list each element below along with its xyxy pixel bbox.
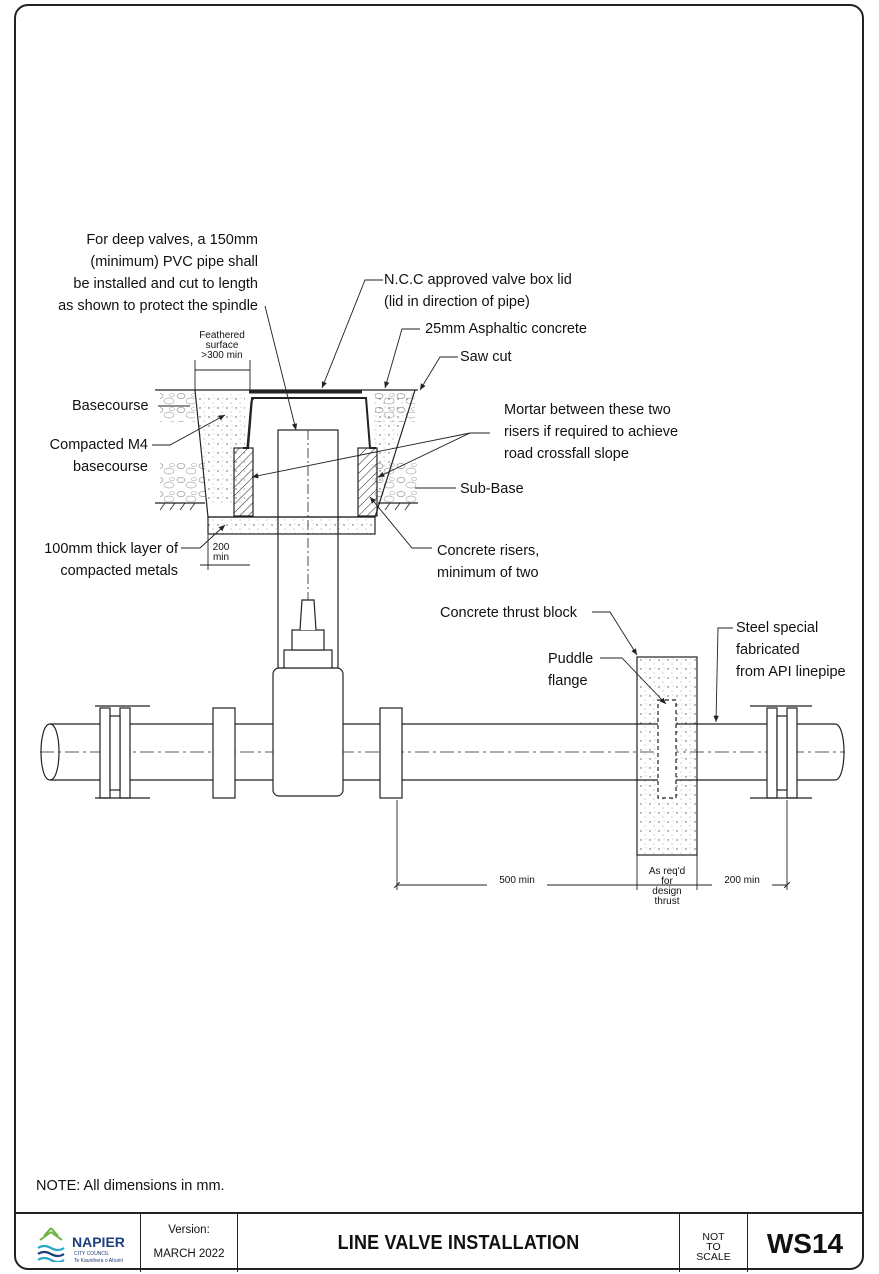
pvc-note-line: (minimum) PVC pipe shall — [90, 254, 258, 270]
napier-logo-icon — [37, 1227, 65, 1262]
pvc-pipe-note: For deep valves, a 150mm (minimum) PVC p… — [30, 229, 258, 317]
saw-cut-label: Saw cut — [460, 349, 512, 365]
dim-line: design — [652, 886, 682, 897]
risers-line: minimum of two — [437, 565, 539, 581]
feathered-line: surface — [205, 340, 239, 351]
logo-sub: CITY COUNCIL — [74, 1251, 110, 1257]
puddle-line: Puddle — [548, 651, 594, 667]
version-date: MARCH 2022 — [153, 1248, 225, 1260]
feathered-surface-dimension: Feathered surface >300 min — [190, 331, 254, 361]
pvc-note-line: be installed and cut to length — [73, 276, 258, 292]
compacted-m4-label: Compacted M4 basecourse — [30, 434, 148, 478]
feathered-line: >300 min — [201, 350, 243, 361]
title-block: NAPIER CITY COUNCIL Te Kaunihera o Ahuri… — [14, 1212, 864, 1274]
mortar-label: Mortar between these two risers if requi… — [504, 399, 678, 465]
metals-layer-label: 100mm thick layer of compacted metals — [20, 538, 178, 582]
pvc-note-line: For deep valves, a 150mm — [86, 232, 258, 248]
dim-200-min-bottom: 200 min — [712, 876, 772, 886]
scale-line: NOT — [702, 1231, 725, 1243]
dim-line: As req'd — [648, 866, 686, 877]
sub-base-label: Sub-Base — [460, 481, 524, 497]
mortar-line: risers if required to achieve — [504, 424, 679, 440]
sheet-number-cell: WS14 — [748, 1214, 862, 1272]
steel-line: fabricated — [736, 642, 800, 658]
sheet-number: WS14 — [766, 1228, 844, 1259]
dim-as-reqd: As req'd for design thrust — [637, 867, 697, 907]
scale-line: TO — [706, 1241, 721, 1253]
scale-cell: NOT TO SCALE — [680, 1214, 748, 1272]
mortar-line: road crossfall slope — [504, 446, 629, 462]
title-cell: LINE VALVE INSTALLATION — [238, 1214, 680, 1272]
basecourse-label: Basecourse — [72, 398, 149, 414]
steel-line: Steel special — [736, 620, 819, 636]
dim-line: for — [661, 876, 673, 887]
dimension-lines — [194, 360, 791, 890]
steel-line: from API linepipe — [736, 664, 846, 680]
pipeline — [40, 599, 845, 856]
logo-sub-maori: Te Kaunihera o Ahuriri — [74, 1258, 124, 1264]
metals-line: 100mm thick layer of — [44, 541, 178, 557]
scale-line: SCALE — [696, 1251, 731, 1263]
version-label: Version: — [168, 1224, 210, 1236]
feathered-line: Feathered — [199, 330, 245, 341]
dim-line: min — [212, 552, 230, 563]
steel-special-label: Steel special fabricated from API linepi… — [736, 617, 846, 683]
dimensions-note: NOTE: All dimensions in mm. — [36, 1178, 225, 1194]
compacted-line: basecourse — [73, 459, 148, 475]
valve-box-lid-label: N.C.C approved valve box lid (lid in dir… — [384, 269, 572, 313]
dim-200-min-top: 200 min — [208, 543, 234, 563]
puddle-flange-label: Puddle flange — [548, 648, 593, 692]
lid-line: N.C.C approved valve box lid — [384, 272, 572, 288]
puddle-line: flange — [548, 673, 588, 689]
leader-lines — [152, 279, 733, 723]
risers-line: Concrete risers, — [437, 543, 540, 559]
thrust-block-label: Concrete thrust block — [440, 605, 578, 621]
asphalt-label: 25mm Asphaltic concrete — [425, 321, 587, 337]
pvc-note-line: as shown to protect the spindle — [58, 298, 258, 314]
drawing-sheet-border — [14, 4, 864, 1270]
version-cell: Version: MARCH 2022 — [141, 1214, 238, 1272]
compacted-line: Compacted M4 — [49, 437, 148, 453]
logo-cell: NAPIER CITY COUNCIL Te Kaunihera o Ahuri… — [14, 1214, 141, 1272]
dim-line: thrust — [654, 896, 680, 907]
metals-line: compacted metals — [60, 563, 178, 579]
scale-note: NOT TO SCALE — [680, 1231, 747, 1263]
mortar-line: Mortar between these two — [504, 402, 671, 418]
dim-line: 200 — [212, 542, 230, 553]
lid-line: (lid in direction of pipe) — [384, 294, 530, 310]
dim-500-min: 500 min — [487, 876, 547, 886]
drawing-title: LINE VALVE INSTALLATION — [337, 1232, 580, 1254]
logo-name: NAPIER — [72, 1234, 125, 1250]
concrete-risers-label: Concrete risers, minimum of two — [437, 540, 539, 584]
